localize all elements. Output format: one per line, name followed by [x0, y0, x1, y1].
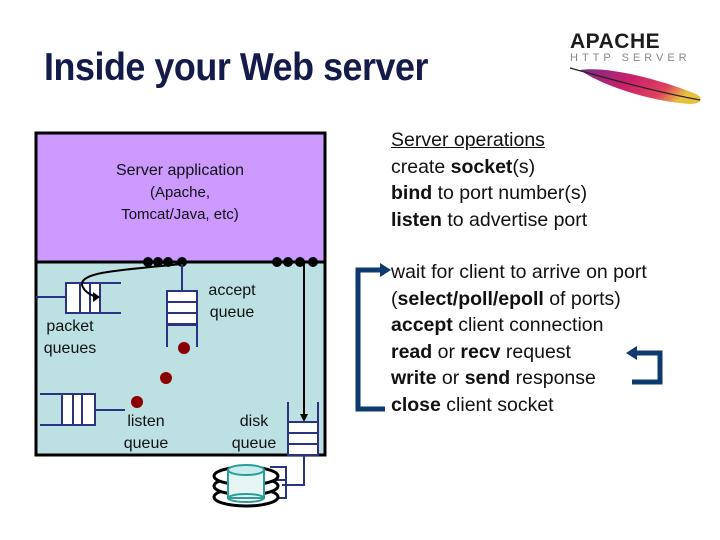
server-operations-heading: Server operations [391, 129, 545, 151]
label-line: queue [209, 304, 255, 321]
logo-subtitle: HTTP SERVER [570, 52, 691, 64]
packet-dot [160, 372, 172, 384]
text-segment: ( [391, 287, 398, 310]
label-line: listen [127, 413, 165, 430]
text-segment: wait for client to arrive on port [391, 261, 647, 283]
keyword: listen [391, 208, 442, 231]
request-loop-arrow [355, 267, 385, 412]
label-line: disk [239, 413, 269, 430]
keyword: write [391, 367, 437, 389]
text-segment: create [391, 155, 451, 178]
label-line: accept [208, 282, 256, 299]
keyword: select/poll/epoll [397, 287, 544, 310]
text-segment: of ports) [543, 287, 621, 310]
text-segment: or [436, 367, 465, 389]
request-loop-list: wait for client to arrive on port (select… [391, 259, 647, 418]
loop-step-line: accept client connection [391, 312, 647, 339]
keyword: socket [450, 155, 513, 178]
label-line: queue [231, 435, 277, 452]
text-segment: or [432, 340, 461, 363]
socket-dots-right [272, 257, 318, 267]
accept-queue-icon [166, 264, 198, 347]
operation-line: bind to port number(s) [391, 180, 587, 207]
disk-queue-icon [270, 402, 319, 499]
loop-step-line: write or send response [391, 365, 647, 392]
packet-dot [131, 396, 143, 408]
loop-step-line: (select/poll/epoll of ports) [391, 286, 647, 313]
read-write-loop-arrow [632, 350, 663, 385]
packet-queue-bottom [40, 393, 125, 426]
label-line: queue [123, 435, 169, 452]
keyword: accept [391, 314, 453, 336]
server-border [34, 131, 327, 457]
packet-flow-arrow [81, 263, 183, 298]
apache-logo: APACHE HTTP SERVER [566, 28, 716, 110]
keyword: send [464, 367, 511, 389]
text-segment: to advertise port [441, 208, 588, 231]
listen-queue-label: listen queue [114, 411, 178, 455]
label-line: queues [43, 340, 97, 357]
logo-name: APACHE [570, 30, 661, 53]
text-segment: response [510, 367, 596, 389]
loop-step-line: wait for client to arrive on port [391, 259, 647, 286]
server-application-box [36, 133, 325, 262]
packet-queues-label: packet queues [32, 316, 108, 360]
slide-title: Inside your Web server [44, 46, 429, 89]
disk-queue-label: disk queue [222, 411, 286, 455]
loop-step-line: read or recv request [391, 339, 647, 366]
text-segment: request [500, 340, 571, 363]
app-line: Server application [115, 162, 245, 179]
loop-step-line: close client socket [391, 392, 647, 419]
arrowhead-icon [626, 346, 637, 360]
text-segment: to port number(s) [432, 182, 588, 204]
keyword: recv [460, 340, 501, 363]
accept-queue-label: accept queue [200, 280, 264, 324]
arrowhead-icon [380, 263, 391, 277]
operation-line: create socket(s) [391, 154, 587, 181]
text-segment: client connection [452, 314, 604, 336]
server-operations-list: Server operations create socket(s)bind t… [391, 127, 587, 233]
feather-icon [569, 67, 701, 104]
arrowhead-icon [93, 292, 100, 302]
disk-icon [212, 464, 280, 508]
packet-dot [178, 342, 190, 354]
server-application-label: Server application (Apache, Tomcat/Java,… [95, 160, 265, 226]
keyword: close [391, 393, 441, 416]
keyword: bind [391, 182, 433, 204]
keyword: read [391, 340, 433, 363]
text-segment: (s) [512, 155, 536, 178]
app-line: Tomcat/Java, etc) [121, 206, 239, 223]
arrowhead-icon [300, 414, 308, 422]
app-line: (Apache, [149, 184, 211, 201]
operation-line: listen to advertise port [391, 207, 587, 234]
label-line: packet [46, 318, 94, 335]
text-segment: client socket [440, 393, 554, 416]
